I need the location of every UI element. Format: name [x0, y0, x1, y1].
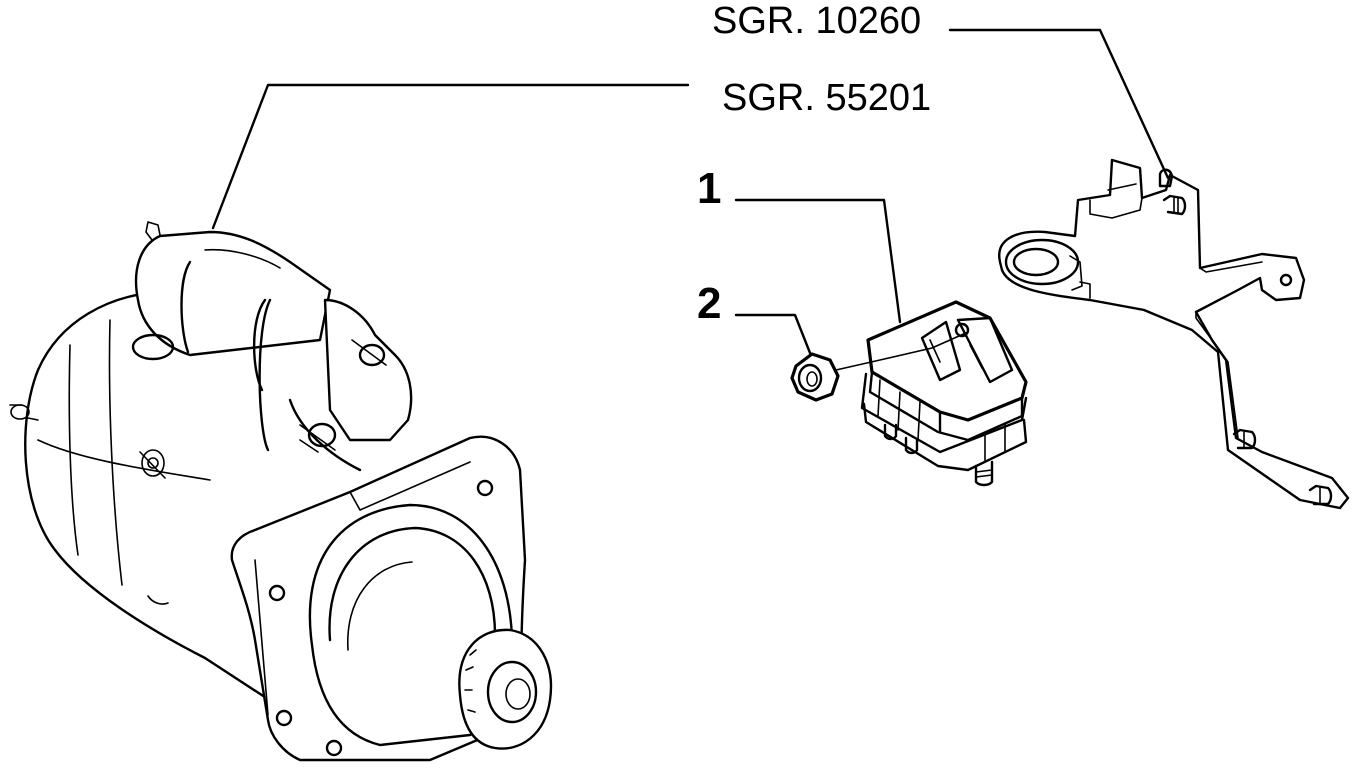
part-2-nut-drawing	[790, 352, 840, 402]
callout-number-2: 2	[697, 279, 721, 328]
ref-label-sgr-55201: SGR. 55201	[722, 77, 931, 119]
leader-line-sgr-10260	[948, 28, 1170, 180]
part-1-relay-drawing	[835, 300, 1028, 487]
leader-line-part-2	[734, 313, 814, 360]
callout-number-1: 1	[697, 164, 721, 213]
mounting-bracket-drawing	[998, 158, 1350, 510]
starter-motor-drawing	[9, 221, 553, 762]
ref-label-sgr-10260: SGR. 10260	[712, 0, 921, 42]
leader-line-sgr-55201	[211, 83, 690, 230]
leader-line-part-1	[734, 198, 902, 324]
